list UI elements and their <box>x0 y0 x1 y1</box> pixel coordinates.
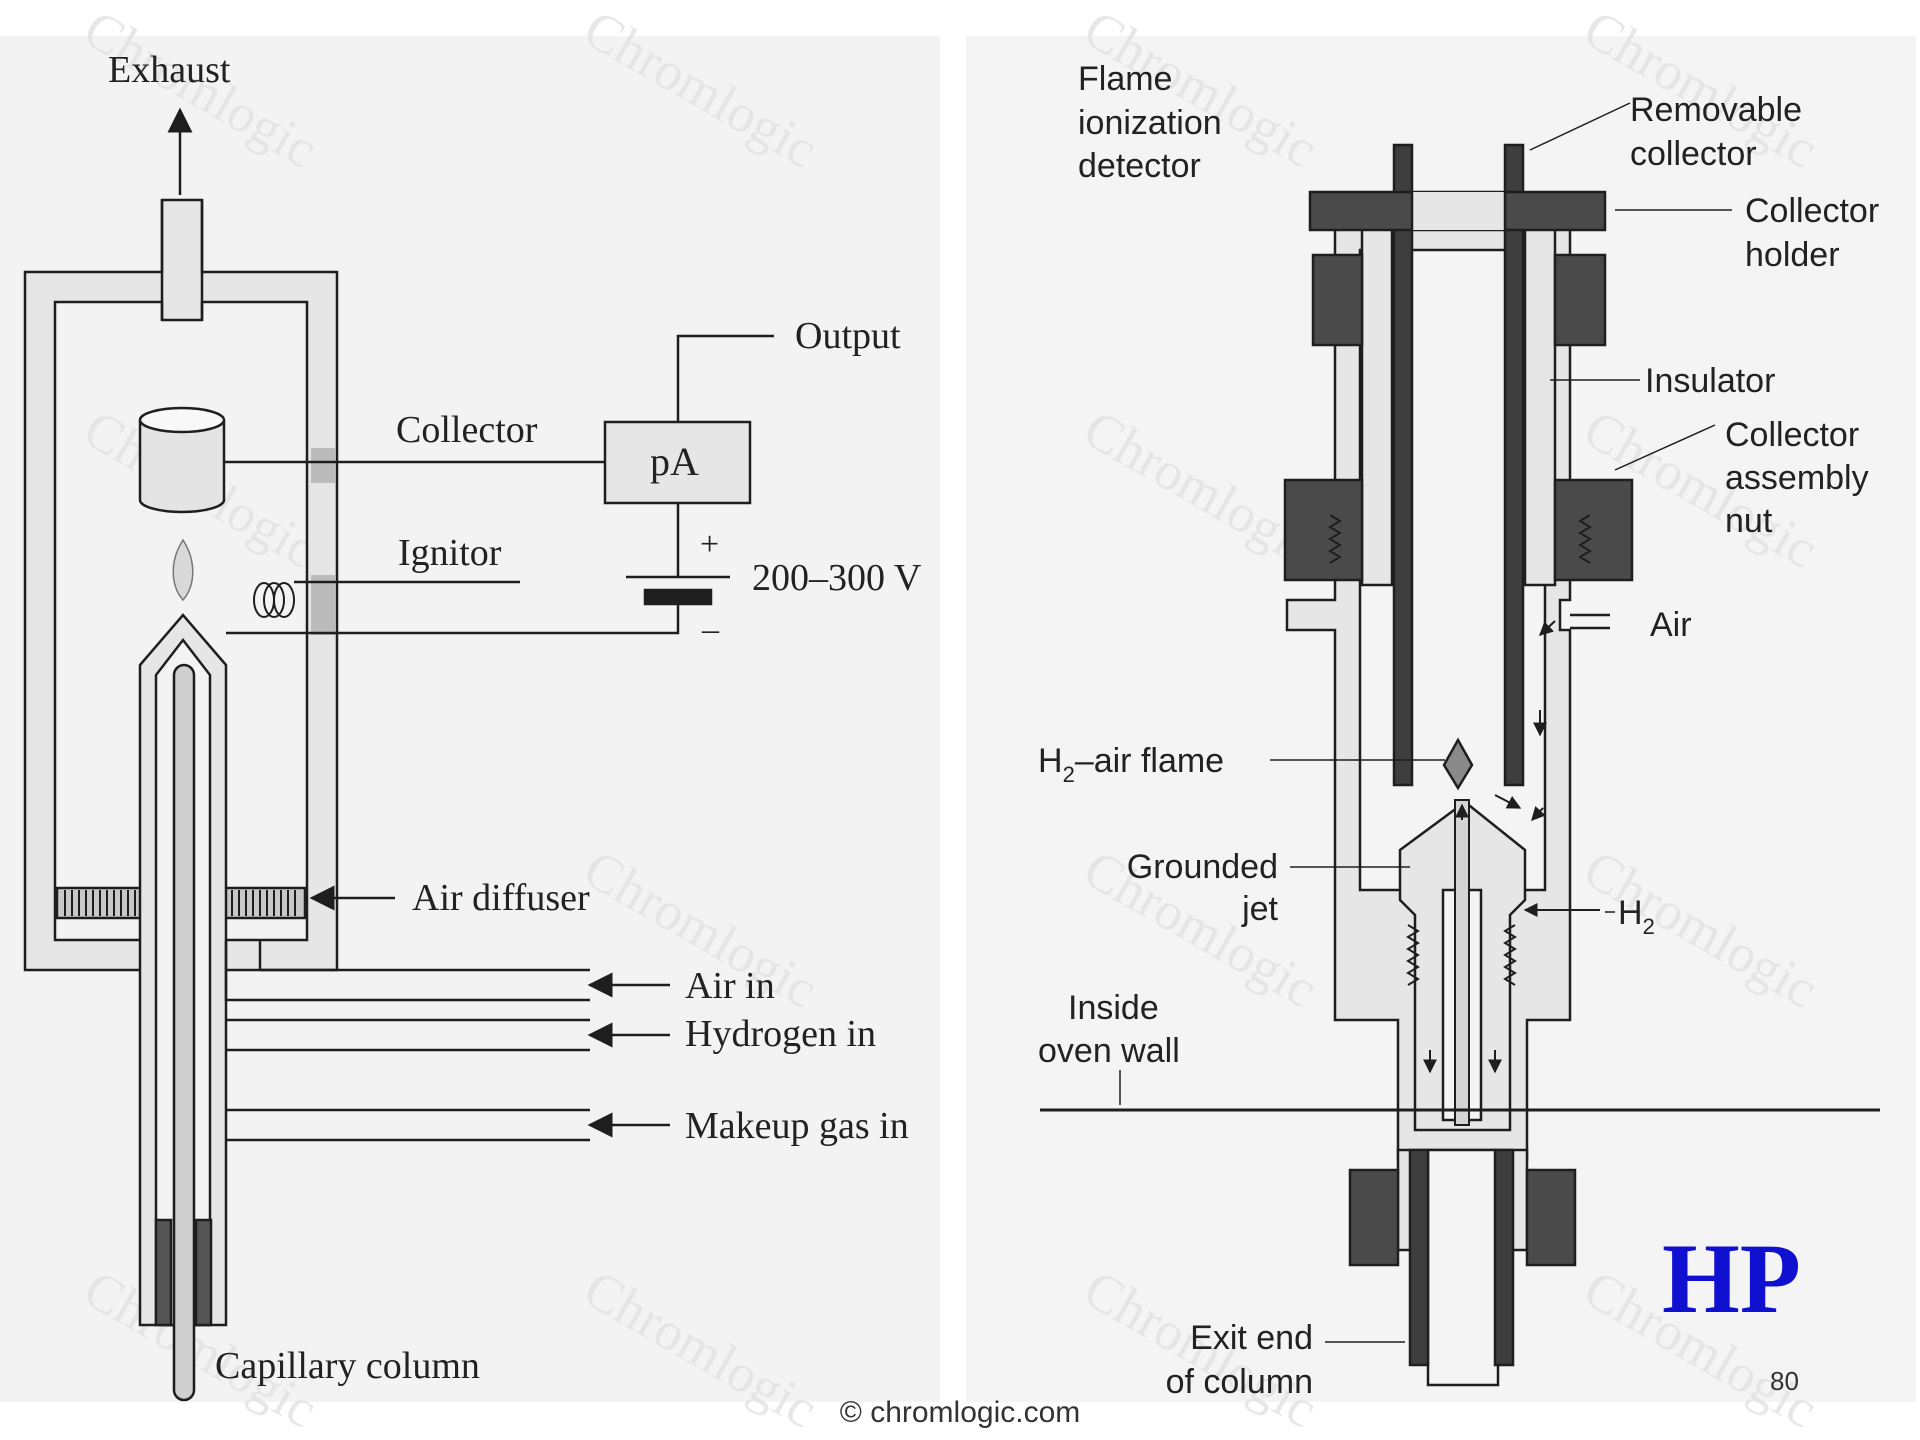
jet-column <box>1454 799 1470 1126</box>
air-inlet <box>1570 613 1610 630</box>
bottom-nut-right <box>1525 1168 1577 1267</box>
makeup-line <box>226 1108 590 1142</box>
exhaust-label: Exhaust <box>108 49 231 91</box>
collector-holder-label-line1: Collector <box>1745 192 1879 230</box>
fid-label-line1: Flame <box>1078 60 1172 98</box>
air-line <box>224 940 590 1002</box>
leader-lines <box>1119 102 1732 1343</box>
insulator-block <box>311 448 335 483</box>
exit-column-label-line2: of column <box>1166 1363 1313 1401</box>
ignitor-label: Ignitor <box>398 532 502 574</box>
left-fid-schematic <box>23 107 774 1402</box>
air-label: Air <box>1650 606 1692 644</box>
assembly-nut-right <box>1553 478 1634 582</box>
h2-air-flame <box>1442 737 1474 791</box>
upper-nut-left <box>1311 253 1364 347</box>
picoammeter-box <box>603 420 752 505</box>
exit-column-right <box>1493 1148 1515 1367</box>
air-diffuser-right <box>223 886 307 920</box>
insulator-block <box>311 575 335 635</box>
exit-column-label-line1: Exit end <box>1190 1319 1313 1357</box>
hp-logo: HP <box>1662 1223 1801 1334</box>
collector-label: Collector <box>396 409 538 451</box>
flame <box>172 538 194 602</box>
plus-label: + <box>700 526 719 563</box>
h2-air-flame-label: H2–air flame <box>1038 742 1224 787</box>
output-label: Output <box>795 315 901 357</box>
column-ferrule <box>154 1218 173 1327</box>
fid-label-line3: detector <box>1078 147 1201 185</box>
insulator-left <box>1360 223 1394 587</box>
grounded-jet-label-line1: Grounded <box>1127 848 1278 886</box>
right-fid-cross-section <box>1040 102 1880 1387</box>
battery-minus-plate <box>643 588 713 606</box>
upper-nut-right <box>1553 253 1607 347</box>
insulator-label: Insulator <box>1645 362 1775 400</box>
threads <box>1328 514 1592 1224</box>
removable-collector-label-line1: Removable <box>1630 91 1802 129</box>
oven-wall-label-line1: Inside <box>1068 989 1159 1027</box>
removable-collector-left <box>1392 143 1414 787</box>
hydrogen-in-label: Hydrogen in <box>685 1013 876 1055</box>
ground-wire <box>226 605 680 635</box>
air-in-label: Air in <box>685 965 775 1007</box>
exit-column-left <box>1408 1148 1430 1367</box>
removable-collector-right <box>1503 143 1525 787</box>
copyright-footer: © chromlogic.com <box>840 1396 1081 1429</box>
ignitor-coil <box>253 582 295 618</box>
assembly-nut-label-line3: nut <box>1725 502 1773 540</box>
hydrogen-line <box>226 1018 590 1052</box>
collector-cylinder <box>138 406 226 514</box>
page-number: 80 <box>1770 1366 1799 1396</box>
grounded-jet-label-line2: jet <box>1241 890 1278 928</box>
fid-label-line2: ionization <box>1078 104 1222 142</box>
makeup-gas-in-label: Makeup gas in <box>685 1105 909 1147</box>
assembly-nut-left <box>1283 478 1364 582</box>
capillary-column <box>172 663 196 1402</box>
pa-label: pA <box>650 439 699 484</box>
removable-collector-label-line2: collector <box>1630 135 1757 173</box>
output-wire <box>676 334 774 422</box>
capillary-column-label: Capillary column <box>215 1345 480 1387</box>
collector-holder-label-line2: holder <box>1745 236 1840 274</box>
air-diffuser-label: Air diffuser <box>412 877 590 919</box>
minus-label: – <box>701 611 720 648</box>
assembly-nut-label-line2: assembly <box>1725 459 1869 497</box>
flow-arrows <box>1423 620 1600 1074</box>
oven-wall-label-line2: oven wall <box>1038 1032 1180 1070</box>
assembly-nut-label-line1: Collector <box>1725 416 1859 454</box>
bottom-nut-left <box>1348 1168 1400 1267</box>
column-ferrule <box>194 1218 213 1327</box>
h2-inlet-label: H2 <box>1618 894 1655 939</box>
voltage-label: 200–300 V <box>752 557 922 599</box>
insulator-right <box>1523 223 1557 587</box>
